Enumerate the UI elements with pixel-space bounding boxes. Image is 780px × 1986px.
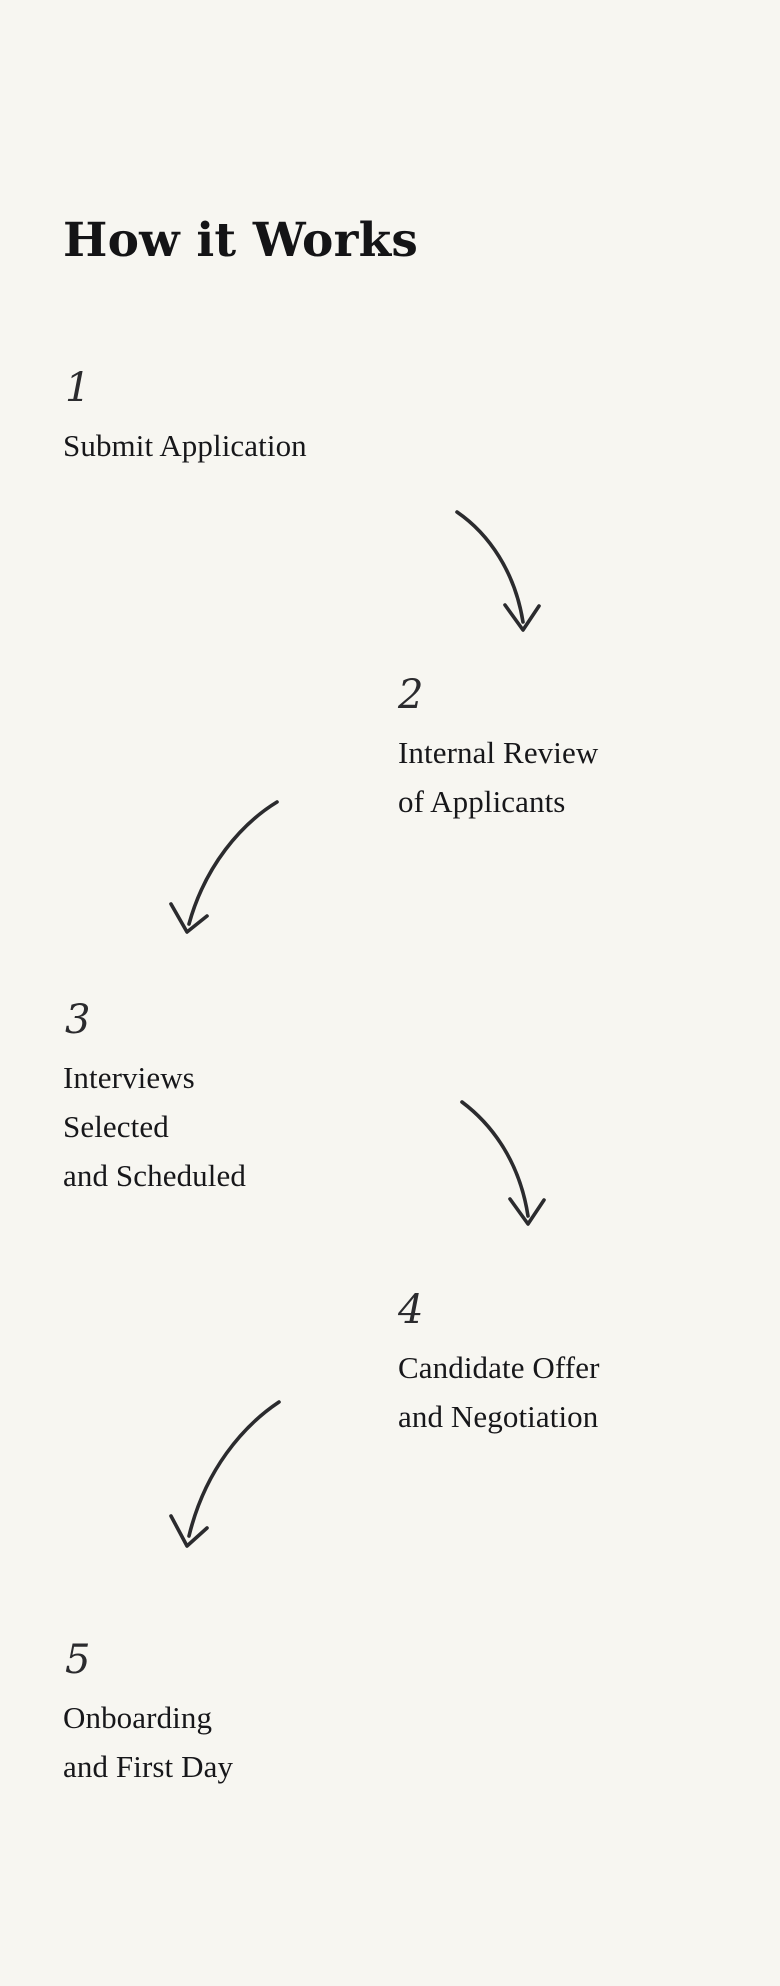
- step-number-1: 1: [65, 365, 91, 411]
- step-item-1: 1 Submit Application: [63, 365, 307, 471]
- page-title: How it Works: [63, 213, 418, 269]
- step-label-1: Submit Application: [63, 428, 307, 463]
- arrow-step-4-to-5-icon: [169, 1400, 281, 1548]
- arrow-step-3-to-4-icon: [460, 1100, 546, 1226]
- step-label-3: Interviews Selected and Scheduled: [63, 1060, 246, 1193]
- arrow-step-2-to-3-icon: [169, 800, 279, 934]
- step-number-wrap-2: 2: [398, 672, 598, 729]
- arrow-step-1-to-2-icon: [455, 510, 541, 632]
- step-number-wrap-4: 4: [398, 1287, 600, 1344]
- step-number-2: 2: [398, 672, 424, 718]
- step-number-wrap-1: 1: [63, 365, 307, 422]
- step-number-wrap-5: 5: [63, 1637, 233, 1694]
- step-item-2: 2 Internal Review of Applicants: [398, 672, 599, 827]
- step-number-5: 5: [65, 1637, 91, 1683]
- step-item-3: 3 Interviews Selected and Scheduled: [63, 997, 246, 1201]
- step-label-4: Candidate Offer and Negotiation: [398, 1350, 600, 1434]
- step-number-4: 4: [398, 1287, 424, 1333]
- step-item-5: 5 Onboarding and First Day: [63, 1637, 234, 1792]
- step-label-2: Internal Review of Applicants: [398, 735, 599, 819]
- step-item-4: 4 Candidate Offer and Negotiation: [398, 1287, 600, 1442]
- step-number-3: 3: [65, 997, 91, 1043]
- step-label-5: Onboarding and First Day: [63, 1700, 234, 1784]
- step-number-wrap-3: 3: [63, 997, 246, 1054]
